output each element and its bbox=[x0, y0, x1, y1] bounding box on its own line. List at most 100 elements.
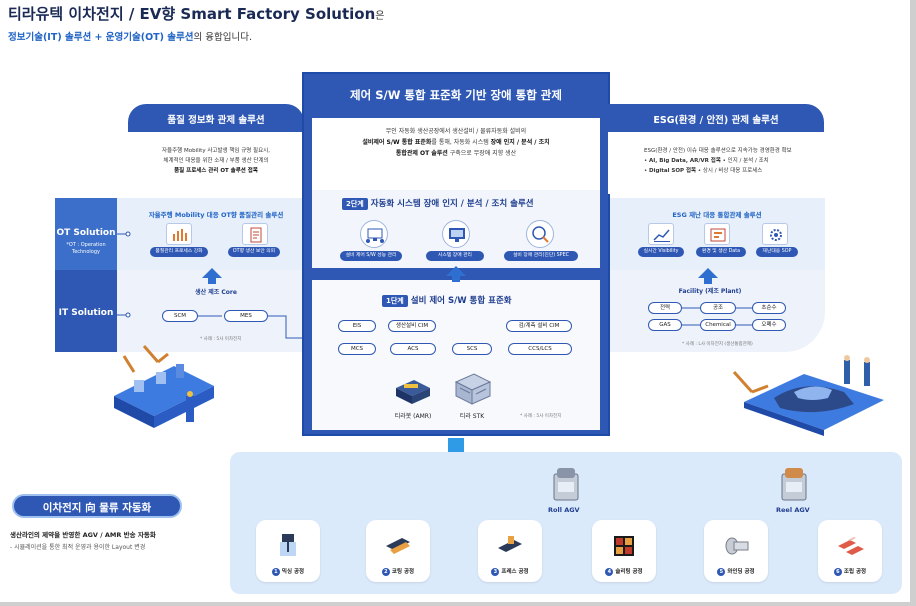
ot-label-note: *OT : Operation Technology bbox=[66, 242, 106, 255]
left-up-arrow-stem bbox=[208, 278, 216, 284]
amr-label: 티라봇 (AMR) bbox=[394, 413, 432, 420]
left-ot-pill-2: OT향 생산 보안 의뢰 bbox=[228, 247, 280, 257]
facility-water-node: 초순수 bbox=[752, 302, 786, 314]
stk-label: 티라 STK bbox=[459, 413, 485, 420]
process-coating-num: 2 bbox=[381, 568, 390, 576]
page-subtitle: 정보기술(IT) 솔루션 + 운영기술(OT) 솔루션의 융합입니다. bbox=[8, 29, 252, 43]
logistics-badge: 이차전지 向 물류 자동화 bbox=[12, 494, 182, 518]
title-main: 티라유텍 이차전지 / EV향 Smart Factory Solution bbox=[8, 5, 376, 23]
right-desc-reg1: • 인지 / 분석 / 조치 bbox=[720, 158, 769, 164]
stocker-icon bbox=[454, 373, 492, 405]
mcs-node: MCS bbox=[338, 343, 376, 355]
frame-bottom-edge bbox=[0, 602, 916, 606]
assembly-process-icon bbox=[838, 537, 864, 555]
diagnosis-search-icon bbox=[526, 220, 554, 248]
center-desc-reg2: 구축으로 무장애 지향 생산 bbox=[447, 150, 517, 157]
subtitle-rest: 의 융합입니다. bbox=[193, 32, 252, 43]
roll-agv-label: Roll AGV bbox=[548, 506, 580, 514]
mixing-process-icon bbox=[280, 534, 296, 556]
subtitle-plus: + bbox=[91, 32, 106, 43]
center-step1-area bbox=[312, 280, 600, 430]
car-assembly-illustration bbox=[732, 355, 884, 436]
environment-data-icon bbox=[704, 223, 730, 245]
center-desc-bold3: 통합관제 OT 솔루션 bbox=[395, 150, 448, 157]
left-desc-line3: 품질 프로세스 관리 OT 솔루션 접목 bbox=[174, 168, 258, 174]
disaster-gear-icon bbox=[762, 223, 788, 245]
process-slitting-num: 4 bbox=[605, 568, 614, 576]
process-assembly-text: 조립 공정 bbox=[843, 569, 867, 575]
subtitle-ot: 운영기술(OT) 솔루션 bbox=[105, 32, 194, 43]
acs-node: ACS bbox=[390, 343, 436, 355]
reel-agv-label: Reel AGV bbox=[776, 506, 810, 514]
security-document-icon bbox=[242, 223, 268, 245]
system-monitor-icon bbox=[442, 220, 470, 248]
process-mixing-text: 믹싱 공정 bbox=[281, 569, 305, 575]
reel-agv-icon bbox=[781, 468, 807, 501]
left-ot-pill-1: 품질관리 프로세스 강화 bbox=[150, 247, 208, 257]
subtitle-it: 정보기술(IT) 솔루션 bbox=[8, 32, 92, 43]
right-ot-pill-3: 재난대응 SOP bbox=[756, 247, 798, 257]
right-desc-line3: • Digital SOP 접목 • 상시 / 비상 대응 프로세스 bbox=[644, 168, 763, 174]
process-slitting-text: 슬리팅 공정 bbox=[615, 569, 643, 575]
it-solution-label: IT Solution bbox=[55, 270, 117, 352]
center-up-arrow-stem bbox=[452, 276, 460, 282]
left-panel-head: 품질 정보화 관제 솔루션 bbox=[128, 104, 304, 132]
center-up-arrow bbox=[446, 266, 466, 276]
production-line-illustration bbox=[114, 345, 214, 428]
right-up-arrow bbox=[698, 268, 718, 278]
frame-right-edge bbox=[910, 0, 916, 606]
left-desc-line1: 자율주행 Mobility 사고발생 책임 규명 필요시, bbox=[162, 148, 270, 154]
ot-label-text: OT Solution bbox=[56, 228, 116, 238]
step2-title-text: 자동화 시스템 장애 인지 / 분석 / 조치 솔루션 bbox=[370, 199, 534, 209]
press-process-icon bbox=[498, 536, 522, 552]
left-it-title: 생산 제조 Core bbox=[195, 289, 237, 296]
facility-gas-node: GAS bbox=[648, 319, 682, 331]
page-title: 티라유텍 이차전지 / EV향 Smart Factory Solution은 bbox=[8, 3, 384, 24]
step2-badge: 2단계 bbox=[342, 198, 368, 210]
left-panel-desc: 자율주행 Mobility 사고발생 책임 규명 필요시, 체계적인 대응을 위… bbox=[128, 132, 304, 194]
scm-node: SCM bbox=[162, 310, 198, 322]
center-desc-reg1: 를 통해, 자동화 시스템 bbox=[431, 139, 491, 146]
control-software-icon bbox=[360, 220, 388, 248]
inspection-cim-node: 검/계측 설비 CIM bbox=[506, 320, 572, 332]
process-press-num: 3 bbox=[491, 568, 500, 576]
logistics-desc-1: 생산라인의 제약을 반영한 AGV / AMR 반송 자동화 bbox=[10, 531, 156, 539]
left-ot-title: 자율주행 Mobility 대응 OT향 품질관리 솔루션 bbox=[148, 211, 284, 219]
process-assembly-num: 6 bbox=[833, 568, 842, 576]
eis-node: EIS bbox=[338, 320, 376, 332]
facility-chemical-node: Chemical bbox=[700, 319, 736, 331]
right-panel-desc: ESG(환경 / 안전) 이슈 대응 솔루션으로 지속가능 경영환경 확보 • … bbox=[608, 132, 824, 194]
step2-pill-2: 시스템 장애 관리 bbox=[426, 251, 484, 261]
center-desc-line2: 설비제어 S/W 통합 표준화를 통해, 자동화 시스템 장애 인지 / 분석 … bbox=[312, 137, 600, 148]
center-note: * 사례 : 5사 이차전지 bbox=[520, 414, 562, 419]
production-cim-node: 생산설비 CIM bbox=[388, 320, 436, 332]
roll-agv-icon bbox=[553, 468, 579, 501]
amr-robot-icon bbox=[396, 380, 430, 404]
step1-badge: 1단계 bbox=[382, 295, 408, 307]
center-desc-line1: 무인 자동화 생산공장에서 생산설비 / 물류자동화 설비의 bbox=[385, 128, 527, 135]
right-it-title: Facility (제조 Plant) bbox=[678, 288, 742, 295]
center-desc-bold1: 설비제어 S/W 통합 표준화 bbox=[362, 139, 432, 146]
left-desc-line2: 체계적인 대응을 위한 소재 / 부품 생산 단계의 bbox=[163, 158, 269, 164]
center-desc-bold2: 장애 인지 / 분석 / 조치 bbox=[490, 139, 550, 146]
right-desc-bold1: AI, Big Data, AR/VR 접목 bbox=[649, 158, 721, 164]
step2-pill-3: 설비 장애 관리(진단) SPEC bbox=[504, 251, 578, 261]
visibility-chart-icon bbox=[648, 223, 674, 245]
right-ot-pill-1: 실시간 Visibility bbox=[638, 247, 684, 257]
step1-title-text: 설비 제어 S/W 통합 표준화 bbox=[410, 296, 512, 306]
right-ot-title: ESG 재난 대응 통합관제 솔루션 bbox=[672, 211, 762, 219]
step2-pill-1: 설비 제어 S/W 성능 관리 bbox=[340, 251, 402, 261]
scs-node: SCS bbox=[452, 343, 492, 355]
left-up-arrow bbox=[202, 268, 222, 278]
process-coating-text: 코팅 공정 bbox=[391, 569, 415, 575]
title-suffix: 은 bbox=[375, 11, 385, 22]
